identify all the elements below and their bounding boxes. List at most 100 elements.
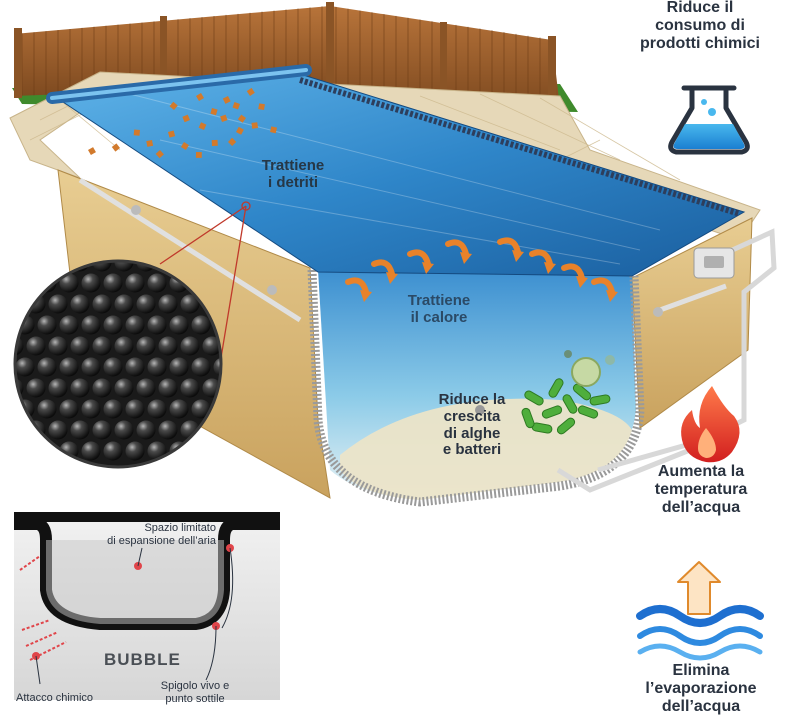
cover-bubble bbox=[92, 336, 112, 356]
leaf-icon bbox=[169, 101, 178, 110]
cover-bubble bbox=[147, 399, 167, 419]
label-line: Trattiene bbox=[261, 157, 325, 174]
cover-bubble bbox=[26, 420, 46, 440]
cover-bubble bbox=[26, 262, 46, 272]
label-heat: Trattiene il calore bbox=[384, 292, 494, 327]
leaf-icon bbox=[270, 126, 277, 134]
label-line: dell’acqua bbox=[661, 498, 741, 516]
label-line: il calore bbox=[410, 308, 468, 326]
cover-bubble bbox=[16, 336, 24, 356]
label-line: punto sottile bbox=[165, 692, 225, 705]
heat-arrow-icon bbox=[407, 249, 434, 274]
zoom-lines bbox=[159, 201, 251, 365]
label-line: temperatura bbox=[654, 480, 748, 498]
label-line: Spigolo vivo e bbox=[160, 680, 230, 692]
heat-arrow-icon bbox=[591, 277, 618, 302]
cover-bubble bbox=[136, 420, 156, 440]
cover-bubble bbox=[147, 357, 167, 377]
cover-bubble bbox=[81, 399, 101, 419]
bacteria-icon bbox=[541, 405, 563, 419]
cover-reel bbox=[46, 64, 312, 104]
heat-arrow-curve bbox=[445, 239, 469, 257]
label-line: di alghe bbox=[443, 424, 501, 442]
leaf-icon bbox=[246, 87, 255, 96]
inset-chemical-attack: Attacco chimico bbox=[16, 692, 94, 704]
cover-bubble bbox=[26, 336, 46, 356]
bubble-cover-icon bbox=[13, 259, 223, 469]
heat-arrow-head bbox=[360, 290, 372, 302]
leaf-icon bbox=[222, 96, 231, 104]
cover-bubble bbox=[169, 399, 189, 419]
heat-arrow-head bbox=[460, 252, 472, 264]
wave-icon bbox=[636, 605, 764, 661]
cover-bubble bbox=[37, 315, 57, 335]
label-line: di espansione dell’aria bbox=[107, 534, 216, 547]
leaf-icon bbox=[111, 143, 120, 152]
cover-bubble bbox=[59, 273, 79, 293]
bubble-inset bbox=[14, 512, 280, 700]
inset-space-label: Spazio limitato di espansione dell’aria bbox=[66, 522, 216, 547]
heat-arrow-curve bbox=[561, 263, 585, 281]
bacteria-icon bbox=[577, 405, 599, 419]
heat-arrow-head bbox=[576, 276, 588, 288]
cover-bubble bbox=[136, 336, 156, 356]
heat-arrow-head bbox=[544, 262, 556, 274]
cover-bubble bbox=[169, 315, 189, 335]
cover-bubble bbox=[26, 378, 46, 398]
cover-bubble bbox=[202, 336, 220, 356]
label-line: Trattiene bbox=[407, 292, 471, 309]
leaf-icon bbox=[180, 142, 189, 151]
cover-bubble bbox=[103, 357, 123, 377]
leaf-icon bbox=[258, 103, 265, 110]
leaf-icon bbox=[196, 93, 204, 101]
cover-bubble bbox=[125, 273, 145, 293]
label-temperature: Aumenta la temperatura dell’acqua bbox=[626, 463, 776, 517]
cover-bubble bbox=[158, 378, 178, 398]
label-line: e batteri bbox=[442, 441, 502, 459]
cover-bubble bbox=[125, 441, 145, 461]
heat-arrows bbox=[345, 237, 618, 302]
pool-floor bbox=[340, 398, 632, 500]
heat-arrow-head bbox=[606, 290, 618, 302]
cover-bubble bbox=[92, 378, 112, 398]
cover-bubble bbox=[70, 420, 90, 440]
leaf-icon bbox=[211, 139, 218, 146]
leaf-icon bbox=[195, 152, 202, 158]
cover-bubble bbox=[81, 441, 101, 461]
leaf-icon bbox=[251, 122, 258, 129]
heat-arrow-curve bbox=[345, 277, 369, 295]
cover-bubble bbox=[103, 273, 123, 293]
cover-bubble bbox=[48, 336, 68, 356]
heat-arrow-curve bbox=[497, 237, 521, 255]
cover-bubble bbox=[114, 420, 134, 440]
bacteria-icon bbox=[524, 390, 544, 406]
flask-icon bbox=[668, 85, 750, 155]
leaf-icon bbox=[182, 114, 190, 123]
bacteria-icon bbox=[521, 407, 535, 429]
heat-arrow-head bbox=[386, 272, 398, 284]
label-line: Spazio limitato bbox=[144, 522, 216, 534]
cover-bubble bbox=[103, 399, 123, 419]
heat-arrow-icon bbox=[445, 239, 472, 264]
cover-bubble bbox=[136, 294, 156, 314]
label-line: Aumenta la bbox=[657, 463, 745, 480]
cover-bubble bbox=[114, 378, 134, 398]
cover-bubble bbox=[81, 315, 101, 335]
cover-bubble bbox=[37, 399, 57, 419]
heat-arrow-icon bbox=[345, 277, 372, 302]
label-line: Riduce la bbox=[438, 391, 506, 408]
cover-bubble bbox=[191, 441, 211, 461]
pool-wall-section bbox=[307, 269, 645, 507]
label-line: i detriti bbox=[267, 173, 318, 191]
cover-bubble bbox=[16, 273, 35, 293]
cover-bubble bbox=[114, 336, 134, 356]
cover-bubble bbox=[16, 262, 24, 272]
cover-bubble bbox=[59, 315, 79, 335]
leaf-icon bbox=[210, 108, 218, 116]
cover-bubble bbox=[16, 441, 35, 461]
cover-bubble bbox=[125, 315, 145, 335]
cover-bubble bbox=[114, 262, 134, 272]
bacteria-icon bbox=[556, 417, 576, 435]
cover-bubble bbox=[81, 357, 101, 377]
cover-bubble bbox=[81, 273, 101, 293]
